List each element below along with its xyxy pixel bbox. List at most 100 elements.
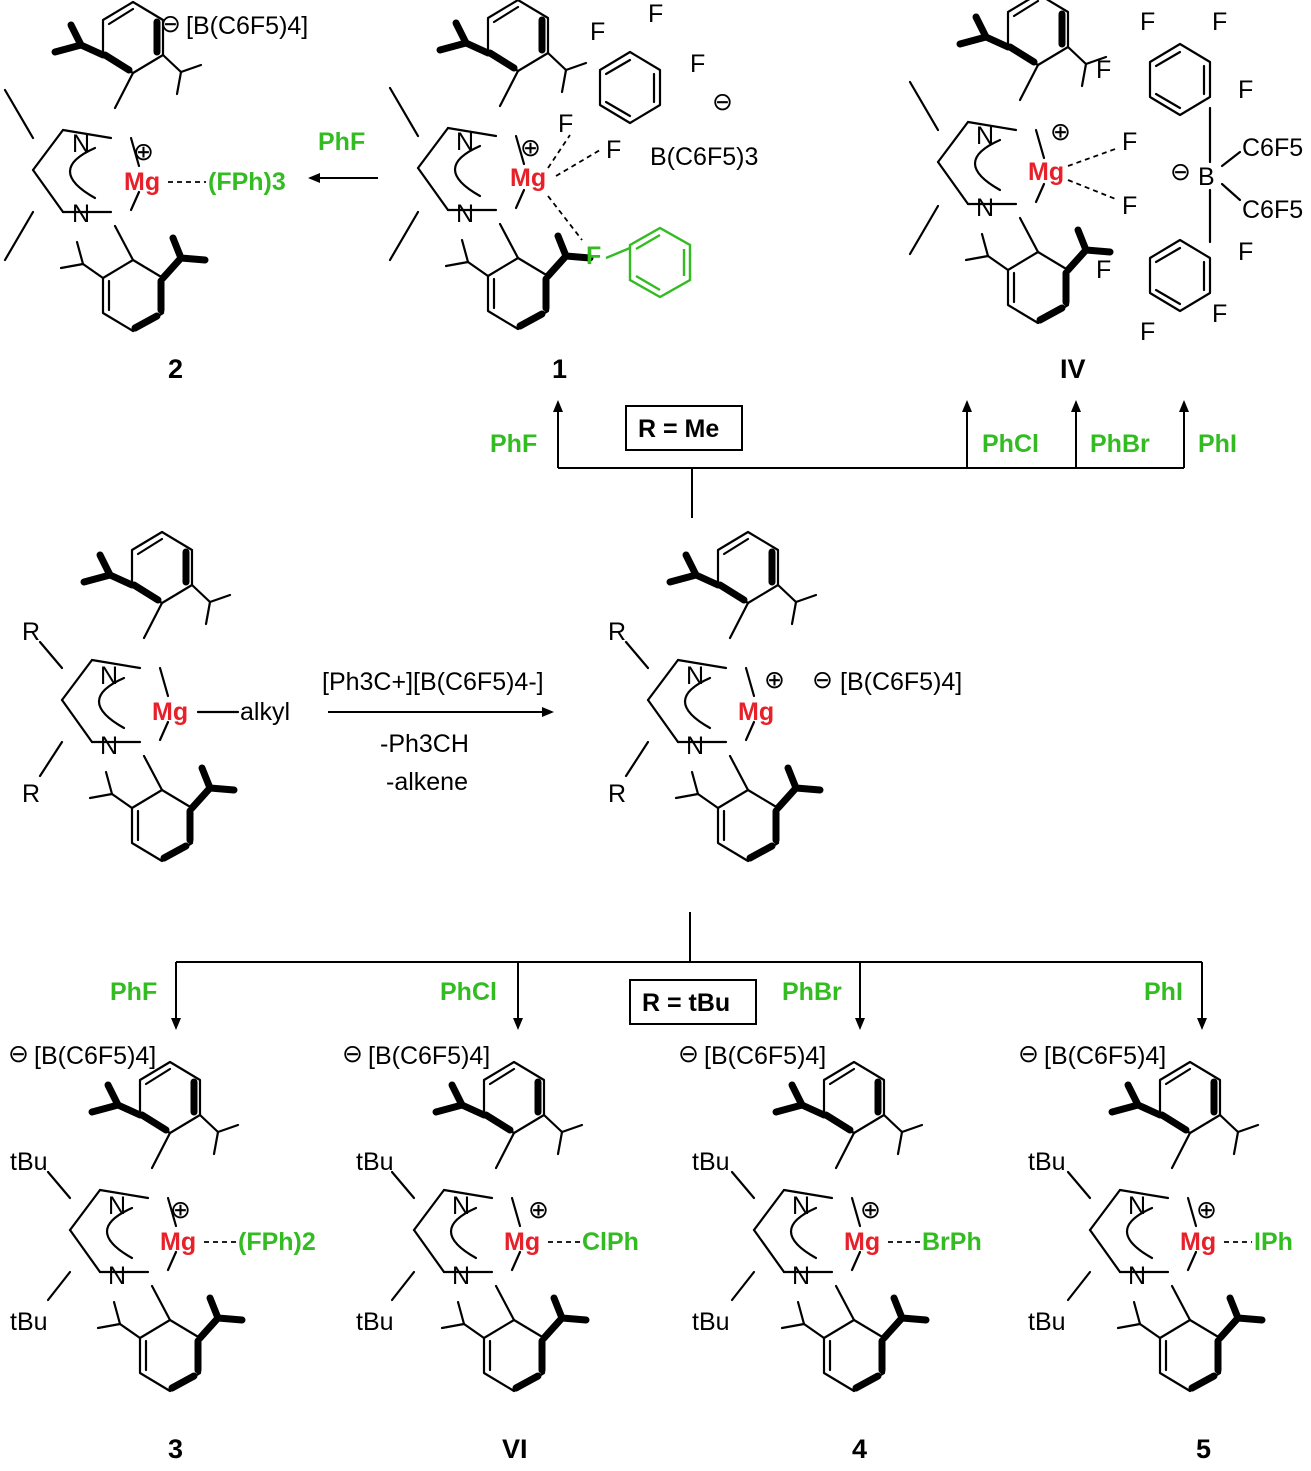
minus-charge-1: ⊖ (712, 88, 733, 116)
mg-label-4: Mg (844, 1228, 880, 1256)
tbu-lower-3: tBu (10, 1308, 48, 1336)
f-ring-2: F (648, 0, 663, 28)
anion-4: [B(C6F5)4] (704, 1042, 826, 1070)
minus-charge-vi: ⊖ (342, 1040, 363, 1068)
plus-charge-vi: ⊕ (528, 1196, 549, 1224)
borate-1: B(C6F5)3 (650, 143, 758, 171)
anion-vi: [B(C6F5)4] (368, 1042, 490, 1070)
plus-charge-2: ⊕ (133, 138, 154, 166)
minus-charge-cation: ⊖ (812, 666, 833, 694)
compound-number-1: 1 (552, 354, 567, 384)
boron-iv: B (1198, 163, 1215, 191)
reagent-top-phi: PhI (1198, 430, 1237, 458)
c6f5-a-iv: C6F5 (1242, 134, 1303, 162)
compound-1: N N Mg ⊕ F F F F F ⊖ B(C6F5)3 F 1 (388, 0, 758, 384)
main-reagent: [Ph3C+][B(C6F5)4-] (322, 668, 544, 696)
n-lower-5: N (1128, 1262, 1146, 1290)
minus-charge-5: ⊖ (1018, 1040, 1039, 1068)
f-iv-2: F (1212, 8, 1227, 36)
ligand-5: IPh (1254, 1228, 1293, 1256)
ligand-2: (FPh)3 (208, 168, 286, 196)
mg-label-1: Mg (510, 164, 546, 192)
plus-charge-5: ⊕ (1196, 1196, 1217, 1224)
n-upper-1: N (456, 128, 474, 156)
anion-3: [B(C6F5)4] (34, 1042, 156, 1070)
tbu-upper-5: tBu (1028, 1148, 1066, 1176)
ligand-vi: ClPh (582, 1228, 639, 1256)
f-iv-3: F (1096, 56, 1111, 84)
compound-2: N N Mg ⊕ (FPh)3 ⊖ [B(C6F5)4] 2 (3, 2, 308, 384)
compound-VI: ⊖ [B(C6F5)4] tBu tBu N N Mg ⊕ ClPh VI (342, 1040, 639, 1464)
mg-label-start: Mg (152, 698, 188, 726)
compound-3: ⊖ [B(C6F5)4] tBu tBu N N Mg ⊕ (FPh)2 3 (8, 1040, 316, 1464)
ligand-3: (FPh)2 (238, 1228, 316, 1256)
starting-complex: R R N N Mg alkyl (22, 532, 290, 861)
c6f5-b-iv: C6F5 (1242, 196, 1303, 224)
tbu-upper-4: tBu (692, 1148, 730, 1176)
central-cation: R R N N Mg ⊕ ⊖ [B(C6F5)4] (608, 532, 962, 861)
minus-charge-3: ⊖ (8, 1040, 29, 1068)
r-lower-cation: R (608, 780, 626, 808)
reagent-top-phcl: PhCl (982, 430, 1039, 458)
plus-charge-cation: ⊕ (764, 666, 785, 694)
alkyl-group: alkyl (240, 698, 290, 726)
f-iv-6: F (1238, 238, 1253, 266)
n-upper-iv: N (976, 122, 994, 150)
n-upper-start: N (100, 662, 118, 690)
mg-label-iv: Mg (1028, 158, 1064, 186)
reagent-top-phbr: PhBr (1090, 430, 1150, 458)
anion-5: [B(C6F5)4] (1044, 1042, 1166, 1070)
mg-label-2: Mg (124, 168, 160, 196)
n-lower-2: N (72, 200, 90, 228)
anion-cation: [B(C6F5)4] (840, 668, 962, 696)
r-upper-start: R (22, 618, 40, 646)
branch-r-me: PhF PhCl PhBr PhI R = Me (490, 400, 1237, 518)
f-bridge-upper: F (1122, 128, 1137, 156)
fluorobenzene-f-1: F (586, 242, 601, 270)
reagent-bot-phcl: PhCl (440, 978, 497, 1006)
minus-charge-iv: ⊖ (1170, 158, 1191, 186)
plus-charge-1: ⊕ (520, 134, 541, 162)
f-iv-1: F (1140, 8, 1155, 36)
n-lower-cation: N (686, 732, 704, 760)
minus-charge-2: ⊖ (160, 10, 181, 38)
mg-label-5: Mg (1180, 1228, 1216, 1256)
byproduct-ph3ch: -Ph3CH (380, 730, 469, 758)
f-ring-3: F (690, 50, 705, 78)
compound-number-3: 3 (168, 1434, 183, 1464)
compound-number-iv: IV (1060, 354, 1086, 384)
n-lower-start: N (100, 732, 118, 760)
compound-number-vi: VI (502, 1434, 528, 1464)
r-upper-cation: R (608, 618, 626, 646)
n-lower-iv: N (976, 194, 994, 222)
main-reaction-arrow: [Ph3C+][B(C6F5)4-] -Ph3CH -alkene (322, 668, 554, 796)
tbu-lower-4: tBu (692, 1308, 730, 1336)
reagent-top-phf: PhF (490, 430, 537, 458)
n-lower-4: N (792, 1262, 810, 1290)
n-upper-5: N (1128, 1192, 1146, 1220)
reagent-phf-to-2: PhF (318, 128, 365, 156)
f-ring-4: F (558, 110, 573, 138)
compound-IV: N N Mg ⊕ F F F F F F ⊖ B C6F5 C6F5 F F F… (908, 0, 1303, 384)
mg-label-3: Mg (160, 1228, 196, 1256)
reagent-bot-phi: PhI (1144, 978, 1183, 1006)
compound-number-2: 2 (168, 354, 183, 384)
n-lower-1: N (456, 200, 474, 228)
byproduct-alkene: -alkene (386, 768, 468, 796)
f-bridge-lower: F (1122, 192, 1137, 220)
tbu-lower-5: tBu (1028, 1308, 1066, 1336)
plus-charge-3: ⊕ (170, 1196, 191, 1224)
reagent-bot-phbr: PhBr (782, 978, 842, 1006)
arrow-to-2: PhF (308, 128, 378, 183)
mg-label-cation: Mg (738, 698, 774, 726)
mg-label-vi: Mg (504, 1228, 540, 1256)
f-iv-5: F (1096, 256, 1111, 284)
f-ring-5: F (606, 136, 621, 164)
f-iv-7: F (1140, 318, 1155, 346)
condition-r-tbu: R = tBu (642, 989, 730, 1017)
plus-charge-iv: ⊕ (1050, 118, 1071, 146)
tbu-upper-vi: tBu (356, 1148, 394, 1176)
n-upper-cation: N (686, 662, 704, 690)
compound-number-4: 4 (852, 1434, 867, 1464)
